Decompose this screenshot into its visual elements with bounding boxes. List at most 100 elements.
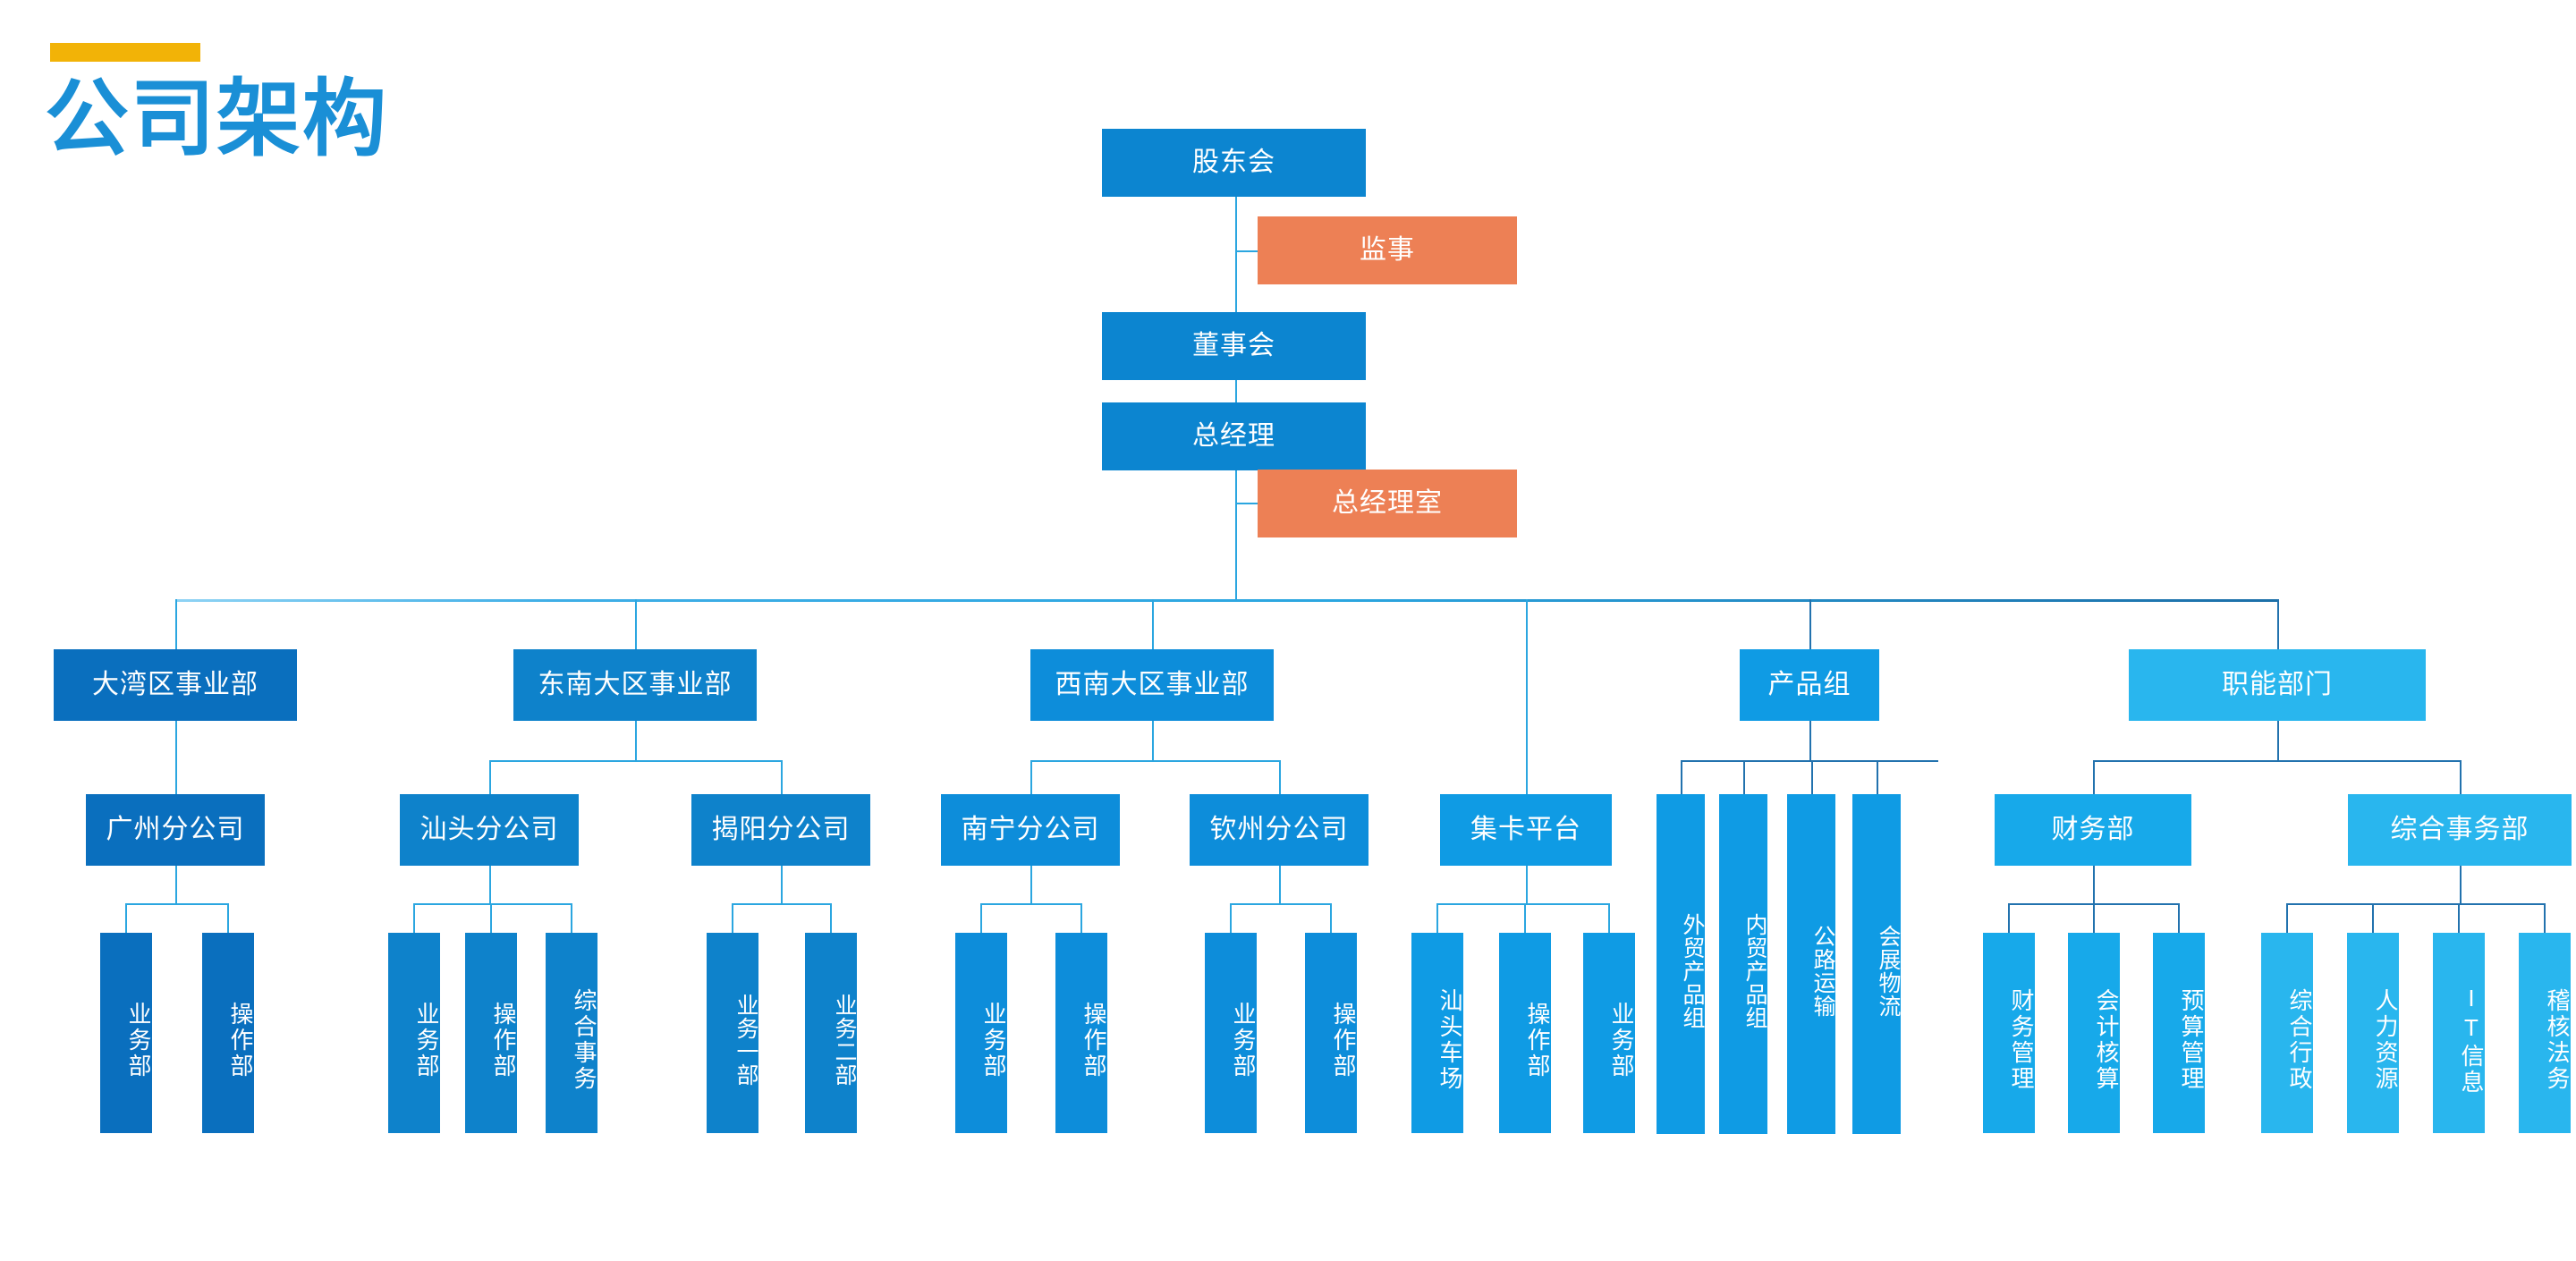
connector-shantou-drop-3 [571,903,572,933]
node-leaf-qinzhou-business-label: 业务部 [1230,1001,1257,1079]
node-supervisor[interactable]: 监事 [1258,216,1517,284]
node-leaf-audit-legal[interactable]: 稽核法务 [2519,933,2571,1133]
connector-qinzhou-stem [1279,866,1281,903]
node-shareholders[interactable]: 股东会 [1102,129,1366,197]
node-leaf-guangzhou-operations-label: 操作部 [227,1001,254,1079]
connector-jika-bus [1436,903,1610,905]
node-leaf-shantou-operations[interactable]: 操作部 [465,933,517,1133]
node-leaf-shantou-general-affairs-label: 综合事务 [571,988,597,1092]
node-branch-guangzhou[interactable]: 广州分公司 [86,794,265,866]
connector-jika-drop-2 [1524,903,1526,933]
node-leaf-audit-legal-label: 稽核法务 [2544,988,2571,1092]
connector-xinan-drop-2 [1279,760,1281,794]
node-leaf-finance-management[interactable]: 财务管理 [1983,933,2035,1133]
connector-finance-drop-3 [2178,903,2180,933]
node-leaf-nanning-business[interactable]: 业务部 [955,933,1007,1133]
node-leaf-shantou-general-affairs[interactable]: 综合事务 [546,933,597,1133]
connector-general-affairs-drop-3 [2458,903,2460,933]
connector-guangzhou-drop-2 [227,903,229,933]
node-leaf-product-exhibition-logistics[interactable]: 会展物流 [1852,794,1901,1134]
node-shareholders-label: 股东会 [1192,148,1275,178]
connector-dawanqu-to-guangzhou [175,721,177,794]
node-branch-jika-label: 集卡平台 [1470,815,1581,845]
connector-xinan-drop-1 [1030,760,1032,794]
node-general-manager[interactable]: 总经理 [1102,402,1366,470]
node-gm-office-label: 总经理室 [1332,488,1443,519]
node-division-functional[interactable]: 职能部门 [2129,649,2426,721]
connector-productgroup-drop-3 [1811,760,1813,794]
node-division-product-group-label: 产品组 [1767,670,1852,700]
node-leaf-jika-business[interactable]: 业务部 [1583,933,1635,1133]
connector-functional-stem [2277,721,2279,760]
connector-nanning-bus [980,903,1082,905]
node-gm-office[interactable]: 总经理室 [1258,470,1517,537]
node-division-dawanqu[interactable]: 大湾区事业部 [54,649,297,721]
node-branch-general-affairs-label: 综合事务部 [2390,815,2529,845]
node-division-xinan[interactable]: 西南大区事业部 [1030,649,1274,721]
connector-finance-drop-2 [2093,903,2095,933]
connector-jieyang-stem [781,866,783,903]
node-branch-jika[interactable]: 集卡平台 [1440,794,1612,866]
node-leaf-jika-shantou-yard[interactable]: 汕头车场 [1411,933,1463,1133]
node-leaf-product-road-transport-label: 公路运输 [1810,925,1835,1018]
node-leaf-qinzhou-business[interactable]: 业务部 [1205,933,1257,1133]
connector-dongnan-bus [489,760,783,762]
node-leaf-product-domestic-trade[interactable]: 内贸产品组 [1719,794,1767,1134]
connector-general-affairs-drop-1 [2286,903,2288,933]
node-leaf-jieyang-business-1[interactable]: 业务一部 [707,933,758,1133]
node-leaf-human-resources[interactable]: 人力资源 [2347,933,2399,1133]
node-board[interactable]: 董事会 [1102,312,1366,380]
node-division-dongnan[interactable]: 东南大区事业部 [513,649,757,721]
node-leaf-guangzhou-business[interactable]: 业务部 [100,933,152,1133]
connector-guangzhou-drop-1 [125,903,127,933]
node-leaf-qinzhou-operations[interactable]: 操作部 [1305,933,1357,1133]
connector-jieyang-drop-2 [830,903,832,933]
node-branch-shantou[interactable]: 汕头分公司 [400,794,579,866]
node-leaf-budget-management-label: 预算管理 [2178,988,2205,1092]
node-leaf-nanning-business-label: 业务部 [980,1001,1007,1079]
connector-general-affairs-stem [2460,866,2462,903]
node-leaf-nanning-operations[interactable]: 操作部 [1055,933,1107,1133]
connector-xinan-bus [1030,760,1281,762]
node-leaf-product-foreign-trade[interactable]: 外贸产品组 [1657,794,1705,1134]
node-leaf-product-foreign-trade-label: 外贸产品组 [1680,913,1705,1029]
node-leaf-it-information[interactable]: IT信息 [2433,933,2485,1133]
connector-to-supervisor [1235,250,1258,252]
node-branch-jieyang[interactable]: 揭阳分公司 [691,794,870,866]
node-leaf-jika-operations[interactable]: 操作部 [1499,933,1551,1133]
node-division-product-group[interactable]: 产品组 [1740,649,1879,721]
connector-nanning-drop-1 [980,903,982,933]
connector-nanning-stem [1030,866,1032,903]
node-leaf-finance-management-label: 财务管理 [2008,988,2035,1092]
node-division-xinan-label: 西南大区事业部 [1055,670,1250,700]
node-leaf-guangzhou-operations[interactable]: 操作部 [202,933,254,1133]
connector-general-affairs-drop-4 [2544,903,2546,933]
node-leaf-product-road-transport[interactable]: 公路运输 [1787,794,1835,1134]
connector-qinzhou-bus [1230,903,1332,905]
node-branch-finance[interactable]: 财务部 [1995,794,2191,866]
node-board-label: 董事会 [1192,331,1275,361]
node-leaf-admin[interactable]: 综合行政 [2261,933,2313,1133]
connector-jieyang-drop-1 [732,903,733,933]
connector-productgroup-drop-2 [1743,760,1745,794]
node-leaf-jika-shantou-yard-label: 汕头车场 [1436,988,1463,1092]
node-branch-general-affairs[interactable]: 综合事务部 [2348,794,2572,866]
node-branch-nanning[interactable]: 南宁分公司 [941,794,1120,866]
connector-trunk-drop-jika [1526,599,1528,794]
connector-productgroup-bus [1681,760,1938,762]
connector-functional-bus [2093,760,2462,762]
node-leaf-shantou-operations-label: 操作部 [490,1001,517,1079]
connector-finance-stem [2093,866,2095,903]
connector-xinan-stem [1152,721,1154,760]
node-leaf-budget-management[interactable]: 预算管理 [2153,933,2205,1133]
node-branch-qinzhou-label: 钦州分公司 [1209,815,1349,845]
node-leaf-jieyang-business-2[interactable]: 业务二部 [805,933,857,1133]
node-leaf-accounting[interactable]: 会计核算 [2068,933,2120,1133]
node-leaf-shantou-business[interactable]: 业务部 [388,933,440,1133]
connector-trunk-drop-4 [1809,599,1811,649]
node-branch-qinzhou[interactable]: 钦州分公司 [1190,794,1368,866]
node-leaf-jika-business-label: 业务部 [1608,1001,1635,1079]
node-division-functional-label: 职能部门 [2222,670,2333,700]
connector-board-to-gm [1235,379,1237,402]
